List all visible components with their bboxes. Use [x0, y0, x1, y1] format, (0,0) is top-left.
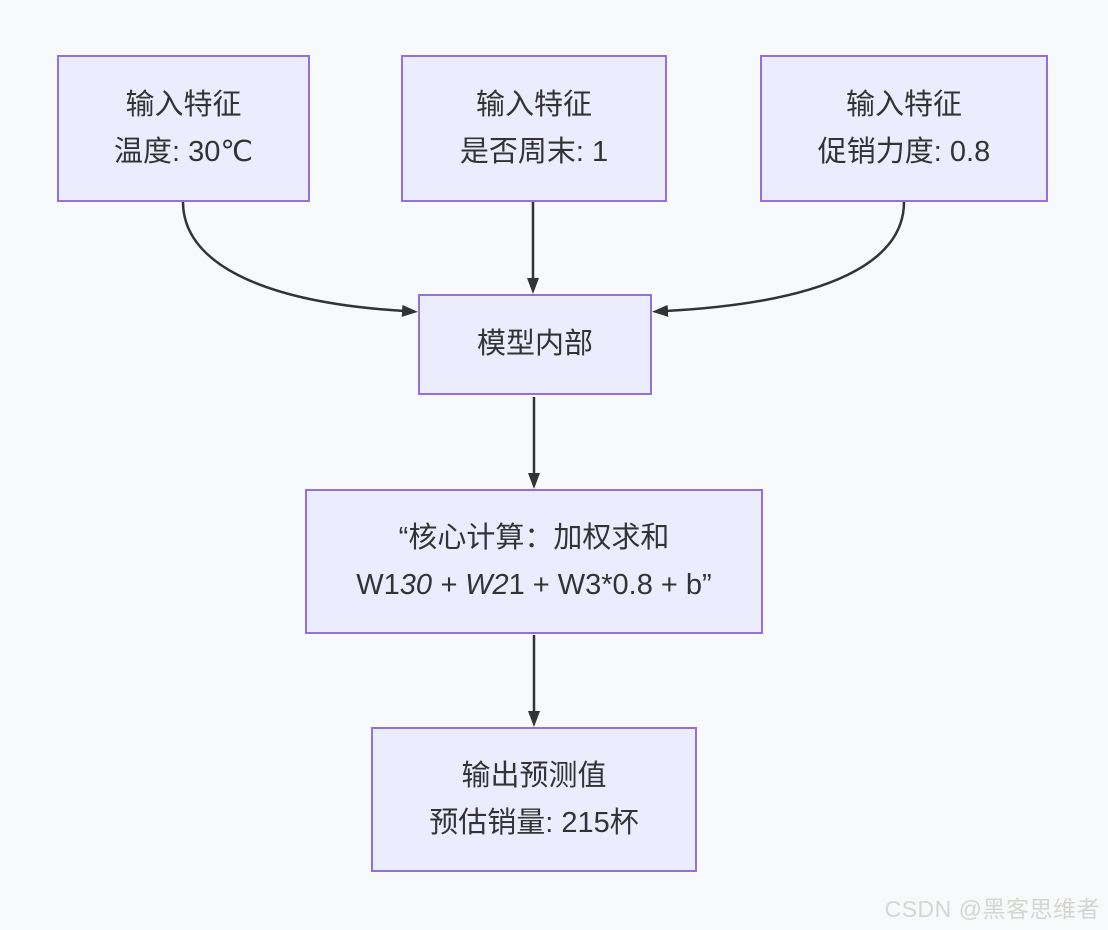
node-line: 预估销量: 215杯	[429, 806, 639, 839]
node-model-internal: 模型内部	[418, 294, 652, 395]
node-line: 输入特征	[125, 89, 242, 122]
node-input-promotion: 输入特征 促销力度: 0.8	[760, 55, 1048, 202]
node-output-prediction: 输出预测值 预估销量: 215杯	[371, 727, 697, 872]
csdn-watermark: CSDN @黑客思维者	[884, 896, 1100, 922]
node-line: 输入特征	[845, 89, 962, 122]
edge-input3-to-model	[652, 201, 906, 317]
node-core-calculation: “核心计算：加权求和 W130 + W21 + W3*0.8 + b”	[305, 489, 763, 634]
node-line: 输入特征	[475, 89, 592, 122]
node-line: 促销力度: 0.8	[817, 135, 991, 168]
node-line: 温度: 30℃	[114, 135, 253, 168]
node-input-weekend: 输入特征 是否周末: 1	[401, 55, 667, 202]
node-line: 输出预测值	[461, 760, 607, 793]
node-input-temperature: 输入特征 温度: 30℃	[57, 55, 310, 202]
formula-pre: W1	[356, 568, 400, 601]
formula-post: 1 + W3*0.8 + b”	[508, 568, 712, 601]
node-line: “核心计算：加权求和	[398, 522, 670, 555]
node-line: 模型内部	[476, 328, 593, 361]
formula-italic: 30 + W2	[399, 568, 509, 601]
node-formula-line: W130 + W21 + W3*0.8 + b”	[356, 562, 711, 608]
edge-input1-to-model	[181, 201, 418, 317]
node-line: 是否周末: 1	[459, 135, 609, 168]
